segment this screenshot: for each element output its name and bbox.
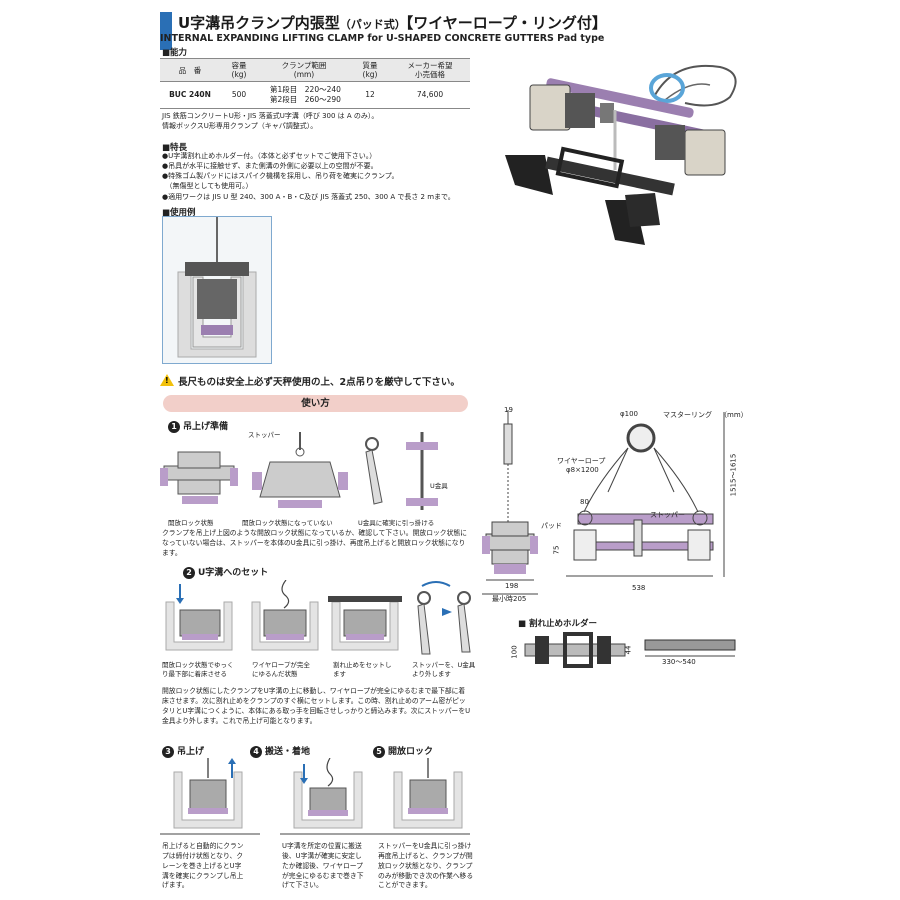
spec-table: 品 番 容量 (kg) クランプ範囲 (mm) 質量 (kg) メーカー希望 小… [160, 58, 470, 109]
table-row: BUC 240N 500 第1段目 220～240 第2段目 260～290 1… [160, 81, 470, 109]
dim-height: 1515～1615 [729, 453, 738, 497]
features-list: ●U字溝割れ止めホルダー付。（本体と必ずセットでご使用下さい。） ●吊具が水平に… [162, 151, 502, 202]
caption-set-a: 開放ロック状態でゆっくり最下部に着床させる [162, 661, 234, 678]
clamp-open-illustration [160, 451, 238, 504]
col-price: メーカー希望 小売価格 [390, 58, 470, 82]
step4-text: U字溝を所定の位置に搬送後、U字溝が確実に安定したか確認後、ワイヤロープが完全に… [282, 842, 364, 890]
label-stopper: ストッパー [248, 431, 281, 439]
stopper-illustration [365, 432, 438, 510]
dim-19: 19 [504, 406, 513, 414]
dim-80: 80 [580, 498, 589, 506]
example-heading: ■使用例 [162, 208, 196, 218]
dim-538: 538 [632, 584, 646, 592]
warning-icon [160, 374, 174, 386]
title-accent-bar [160, 12, 172, 50]
example-photo [177, 217, 257, 358]
cell-range: 第1段目 220～240 第2段目 260～290 [258, 81, 350, 109]
col-capacity: 容量 (kg) [220, 58, 258, 82]
step1-illustration [160, 432, 438, 510]
col-range: クランプ範囲 (mm) [258, 58, 350, 82]
cell-model: BUC 240N [160, 81, 220, 109]
dim-min: 最小時205 [492, 595, 527, 603]
capacity-notes: JIS 鉄筋コンクリートU形・JIS 落蓋式U字溝（呼び 300 は A のみ）… [162, 112, 379, 131]
wire-spec: φ8×1200 [566, 466, 599, 474]
dim-198: 198 [505, 582, 519, 590]
features-heading: ■特長 [162, 143, 188, 153]
col-model: 品 番 [160, 58, 220, 82]
clamp-not-locked-illustration [252, 432, 348, 508]
step5-text: ストッパーをU金具に引っ掛け再度吊上げると、クランプが開放ロック状態となり、クラ… [378, 842, 474, 890]
label-wire-rope: ワイヤーロープ [557, 457, 606, 465]
dim-44: 44 [624, 645, 633, 655]
holder-drawing [524, 632, 736, 668]
caption-hook: U金具に確実に引っ掛ける [358, 519, 435, 527]
example-photo-frame [162, 216, 272, 364]
list-item: ●特殊ゴム製パッドにはスパイク機構を採用し、吊り荷を確実にクランプ。 [162, 172, 399, 181]
capacity-heading: ■能力 [162, 48, 188, 58]
caption-set-b: ワイヤロープが完全にゆるんだ状態 [252, 661, 310, 678]
dim-100: 100 [510, 645, 519, 659]
warning-text: 長尺ものは安全上必ず天秤使用の上、2点吊りを厳守して下さい。 [160, 373, 460, 388]
step2-text: 開放ロック状態にしたクランプをU字溝の上に移動し、ワイヤロープが完全にゆるむまで… [162, 687, 471, 725]
col-mass: 質量 (kg) [350, 58, 390, 82]
step1-text: クランプを吊上げ上図のような開放ロック状態になっているか、確認して下さい。開放ロ… [162, 529, 467, 557]
page-title: U字溝吊クランプ内張型（パッド式）【ワイヤーロープ・リング付】 [178, 14, 607, 32]
dim-phi100: φ100 [620, 410, 638, 418]
list-item: ●適用ワークは JIS U 型 240、300 A・B・C及び JIS 落蓋式 … [162, 192, 455, 201]
product-photo [505, 64, 737, 245]
step3-5-illustration [160, 758, 470, 835]
cell-mass: 12 [350, 81, 390, 109]
holder-heading: ■ 割れ止めホルダー [518, 619, 597, 629]
page-title-english: INTERNAL EXPANDING LIFTING CLAMP for U-S… [160, 33, 605, 44]
caption-set-c: 割れ止めをセットします [333, 661, 392, 678]
technical-drawing [482, 410, 725, 595]
label-stopper-drawing: ストッパー [650, 511, 685, 519]
list-item: ●U字溝割れ止めホルダー付。（本体と必ずセットでご使用下さい。） [162, 152, 377, 160]
label-ubracket: U金具 [430, 482, 448, 490]
dim-75: 75 [552, 545, 561, 555]
cell-capacity: 500 [220, 81, 258, 109]
step2-illustration [165, 580, 471, 655]
list-item: （無傷型としても使用可。） [162, 182, 253, 191]
step3-text: 吊上げると自動的にクランプは締付け状態となり、クレーンを巻き上げるとU字溝を確実… [162, 842, 244, 890]
howto-heading: 使い方 [163, 395, 468, 412]
dim-holder: 330～540 [662, 658, 696, 666]
caption-open-lock: 開放ロック状態 [168, 519, 214, 527]
label-master-ring: マスターリング [663, 411, 712, 419]
caption-set-d: ストッパーを、U金具より外します [412, 661, 476, 678]
list-item: ●吊具が水平に接触せず、また側溝の外側に必要以上の空間が不要。 [162, 162, 378, 171]
label-pad: パッド [541, 522, 562, 530]
cell-price: 74,600 [390, 81, 470, 109]
caption-not-locked: 開放ロック状態になっていない [242, 519, 333, 527]
unit-label: （mm） [720, 411, 748, 419]
